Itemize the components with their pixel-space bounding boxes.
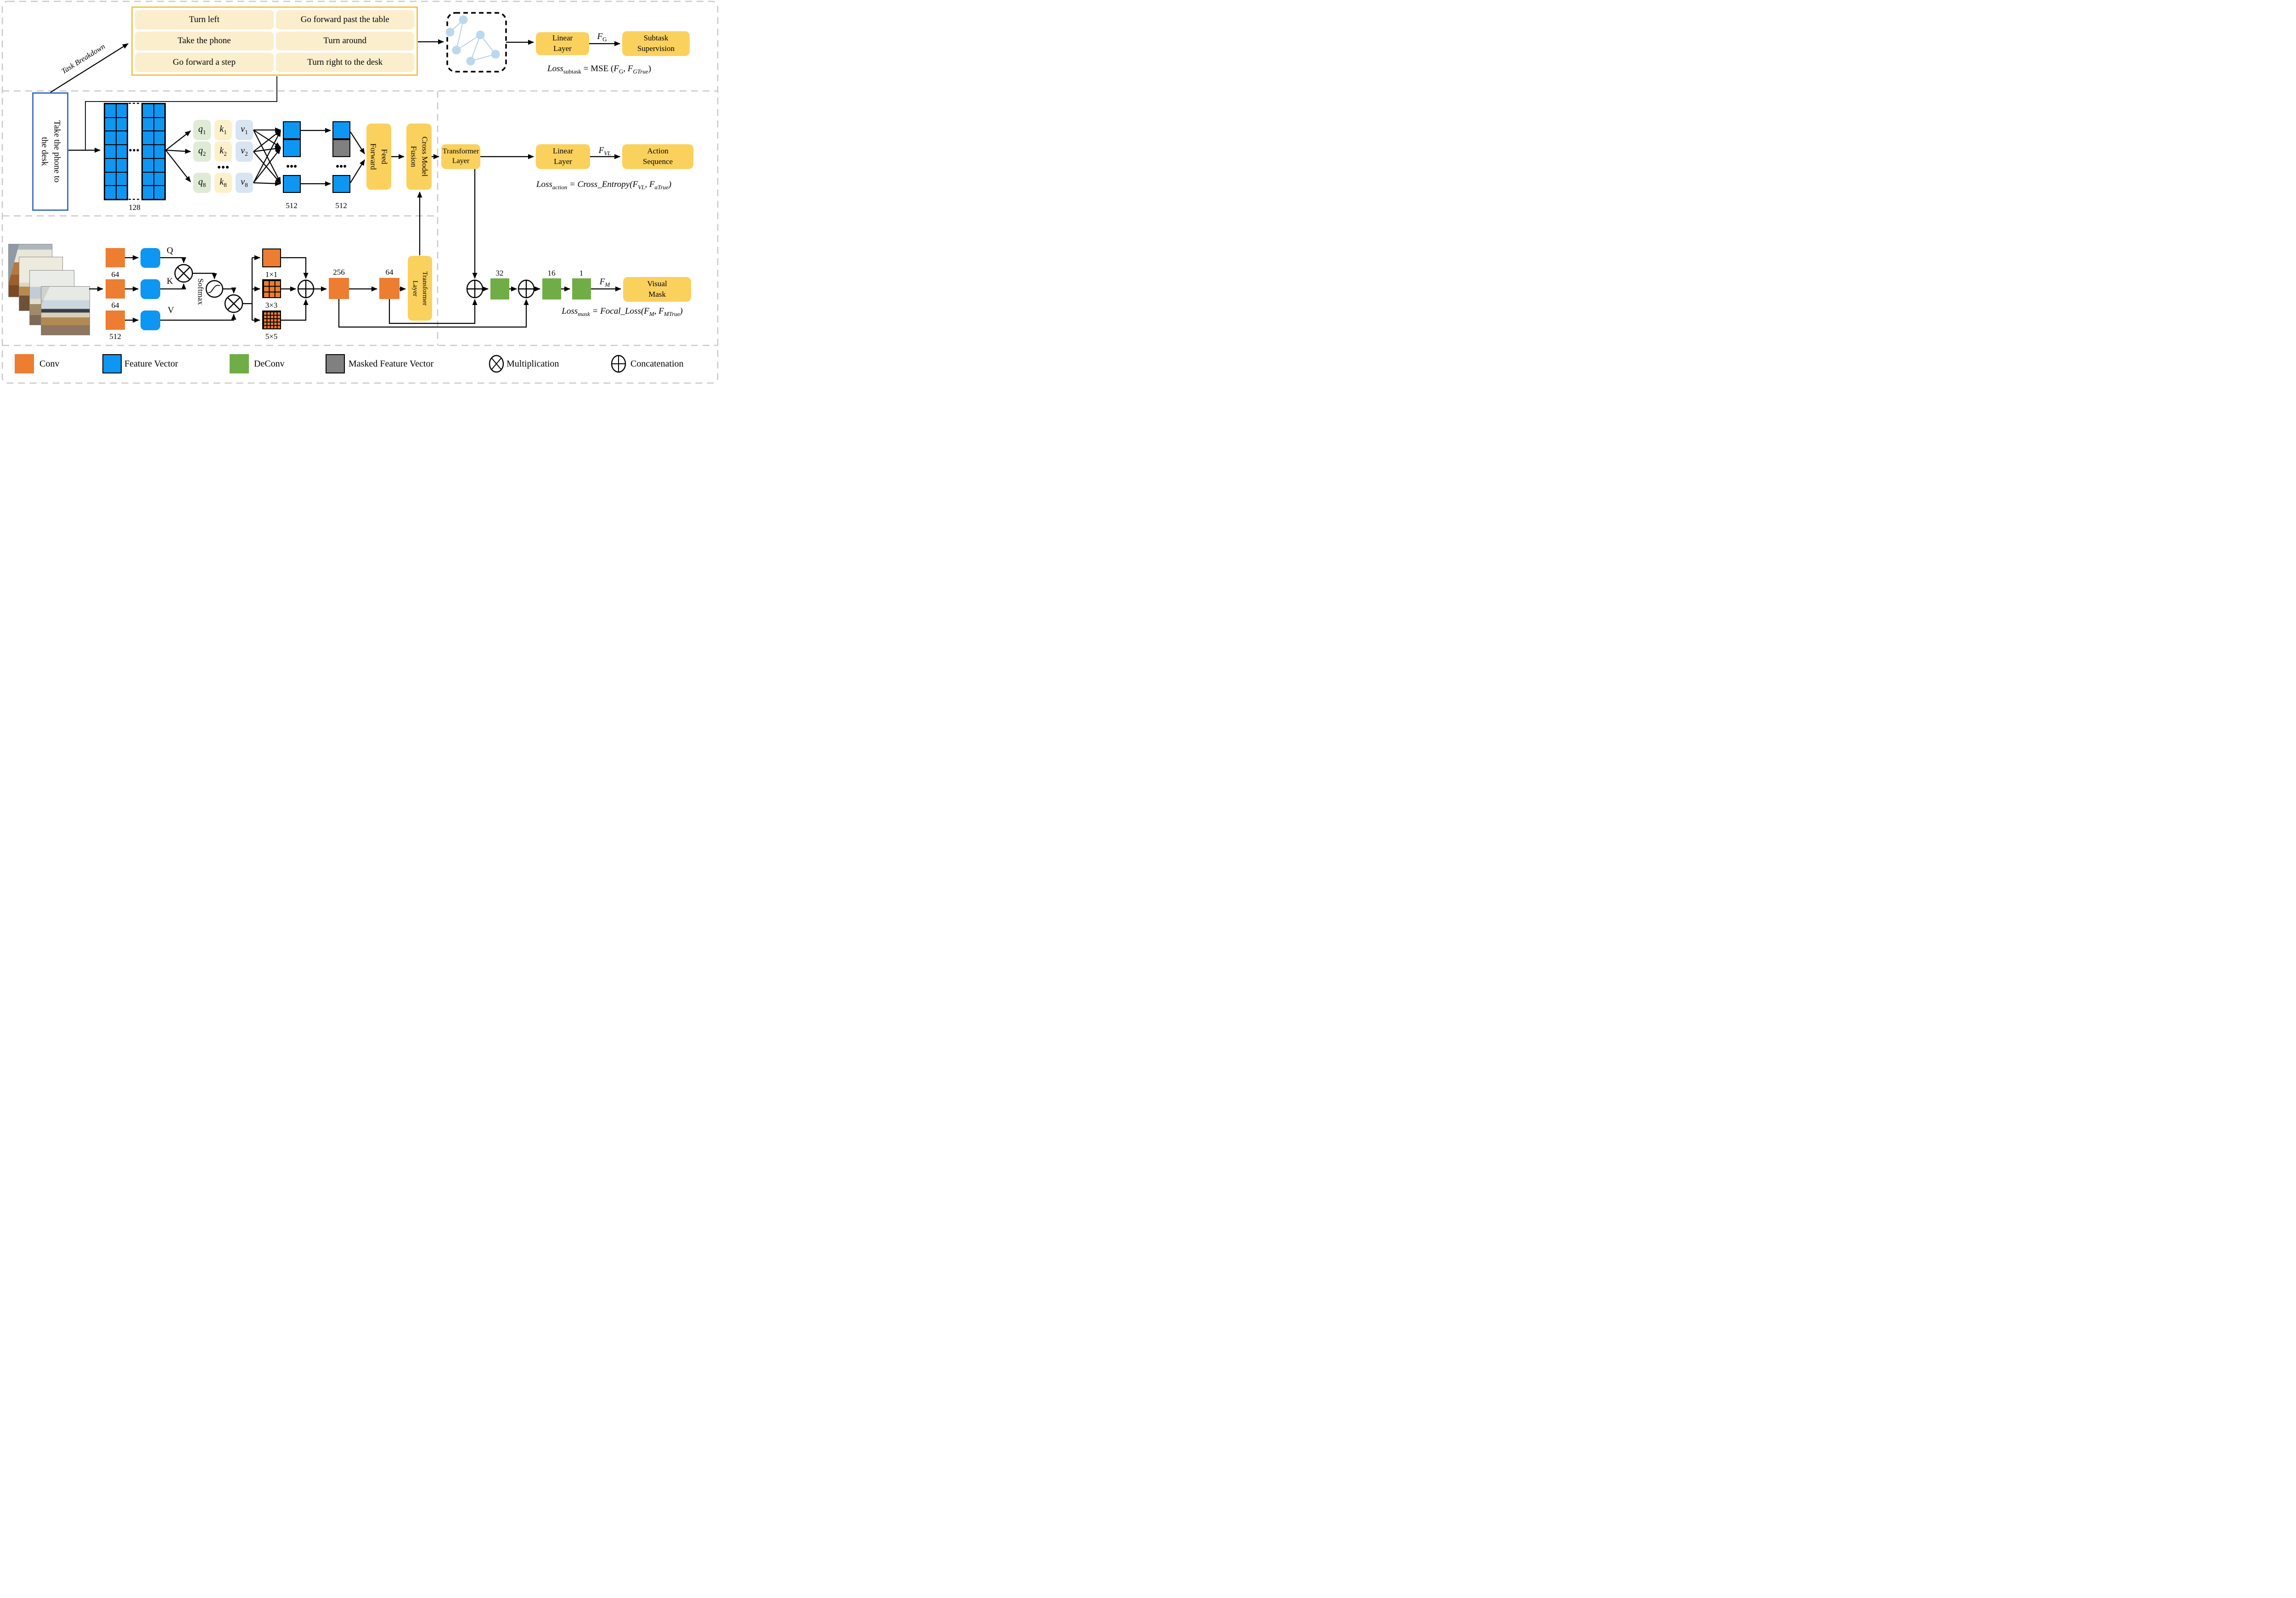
attn-block — [332, 121, 350, 139]
conv-256-block — [329, 278, 349, 299]
subtask-table: Turn left Go forward past the table Take… — [131, 6, 418, 76]
connectors — [50, 39, 621, 328]
subtask-cell: Turn around — [276, 31, 414, 51]
legend-concatenation-label: Concatenation — [630, 359, 684, 369]
fg-label: FG — [597, 32, 607, 43]
concatenation-icon — [611, 355, 626, 373]
dim-256-label: 256 — [333, 268, 345, 277]
legend-deconv-swatch — [230, 354, 249, 373]
k8-token: k8 — [214, 173, 232, 193]
legend-deconv-label: DeConv — [254, 359, 285, 369]
embed-dim-label: 128 — [129, 203, 141, 212]
q8-token: q8 — [193, 173, 211, 193]
loss-mask-formula: Lossmask = Focal_Loss(FM, FMTrue) — [562, 306, 683, 317]
graph-nodes — [445, 15, 500, 66]
legend-conv-label: Conv — [39, 359, 60, 369]
section-borders — [1, 0, 719, 384]
subtask-cell: Go forward past the table — [276, 10, 414, 29]
conv-64-block — [379, 278, 400, 299]
k2-token: k2 — [214, 141, 232, 162]
attn-block — [283, 139, 301, 157]
subtask-graph — [445, 12, 507, 73]
masked-attn-block — [332, 139, 350, 157]
instruction-feature-grid-left — [104, 103, 128, 200]
attn-block — [283, 175, 301, 193]
legend-masked-feature-vector-label: Masked Feature Vector — [349, 359, 434, 369]
conv-dim-label: 64 — [111, 270, 119, 279]
legend-feature-vector-swatch — [102, 354, 122, 373]
conv-block — [106, 248, 125, 267]
v2-token: v2 — [236, 141, 253, 162]
conv-dim-label: 512 — [109, 332, 121, 341]
fvl-label: FVL — [598, 146, 611, 157]
fm-label: FM — [599, 277, 610, 288]
q-label: Q — [167, 246, 173, 255]
subtask-cell: Turn left — [135, 10, 274, 29]
k-label: K — [167, 277, 173, 286]
conv-dim-label: 64 — [111, 301, 119, 310]
feature-vector-block — [141, 311, 160, 330]
feature-vector-block — [141, 248, 160, 268]
feature-vector-block — [141, 279, 160, 299]
legend-multiplication-label: Multiplication — [506, 359, 559, 369]
legend-masked-feature-vector-swatch — [326, 354, 345, 373]
kernel-label: 5×5 — [265, 332, 278, 341]
v8-token: v8 — [236, 173, 253, 193]
architecture-diagram: Turn left Go forward past the table Take… — [0, 0, 720, 384]
concat-circle-kernels — [297, 279, 315, 299]
connector-layer — [1, 0, 719, 384]
attn-block — [283, 121, 301, 139]
dim-512-label: 512 — [286, 201, 298, 210]
deconv-block — [572, 278, 591, 299]
multiplication-icon — [489, 355, 504, 373]
loss-action-formula: Lossaction = Cross_Entropy(FVL, FaTrue) — [536, 180, 672, 191]
conv-block — [106, 279, 125, 299]
q1-token: q1 — [193, 120, 211, 140]
subtask-cell: Go forward a step — [135, 53, 274, 72]
subtask-cell: Turn right to the desk — [276, 53, 414, 72]
kernel-1x1-block — [262, 248, 281, 267]
deconv-block — [490, 278, 509, 299]
attn-block — [332, 175, 350, 193]
deconv-dim-label: 16 — [547, 269, 556, 277]
kernel-3x3-block — [262, 279, 281, 298]
kernel-5x5-block — [262, 311, 281, 329]
concat-circle-2 — [518, 279, 535, 299]
v-label: V — [168, 305, 174, 315]
ellipsis-dots — [129, 149, 346, 169]
legend-conv-swatch — [15, 354, 34, 373]
deconv-dim-label: 32 — [495, 269, 504, 277]
multiply-circle-v — [224, 294, 243, 313]
kernel-label: 3×3 — [265, 301, 278, 310]
instruction-feature-grid-right — [141, 103, 166, 200]
sigmoid-circle — [205, 280, 224, 298]
q2-token: q2 — [193, 141, 211, 162]
observation-image-4 — [41, 286, 90, 335]
k1-token: k1 — [214, 120, 232, 140]
dim-64-label: 64 — [385, 268, 394, 277]
v1-token: v1 — [236, 120, 253, 140]
concat-circle-1 — [466, 279, 484, 299]
loss-subtask-formula: Losssubtask = MSE (FG, FGTrue) — [547, 64, 651, 75]
multiply-circle-qk — [174, 264, 193, 283]
legend-feature-vector-label: Feature Vector — [124, 359, 178, 369]
subtask-cell: Take the phone — [135, 31, 274, 51]
conv-block — [106, 311, 125, 330]
deconv-block — [542, 278, 561, 299]
deconv-dim-label: 1 — [579, 269, 584, 277]
dim-512-label: 512 — [335, 201, 347, 210]
kernel-label: 1×1 — [265, 270, 278, 279]
